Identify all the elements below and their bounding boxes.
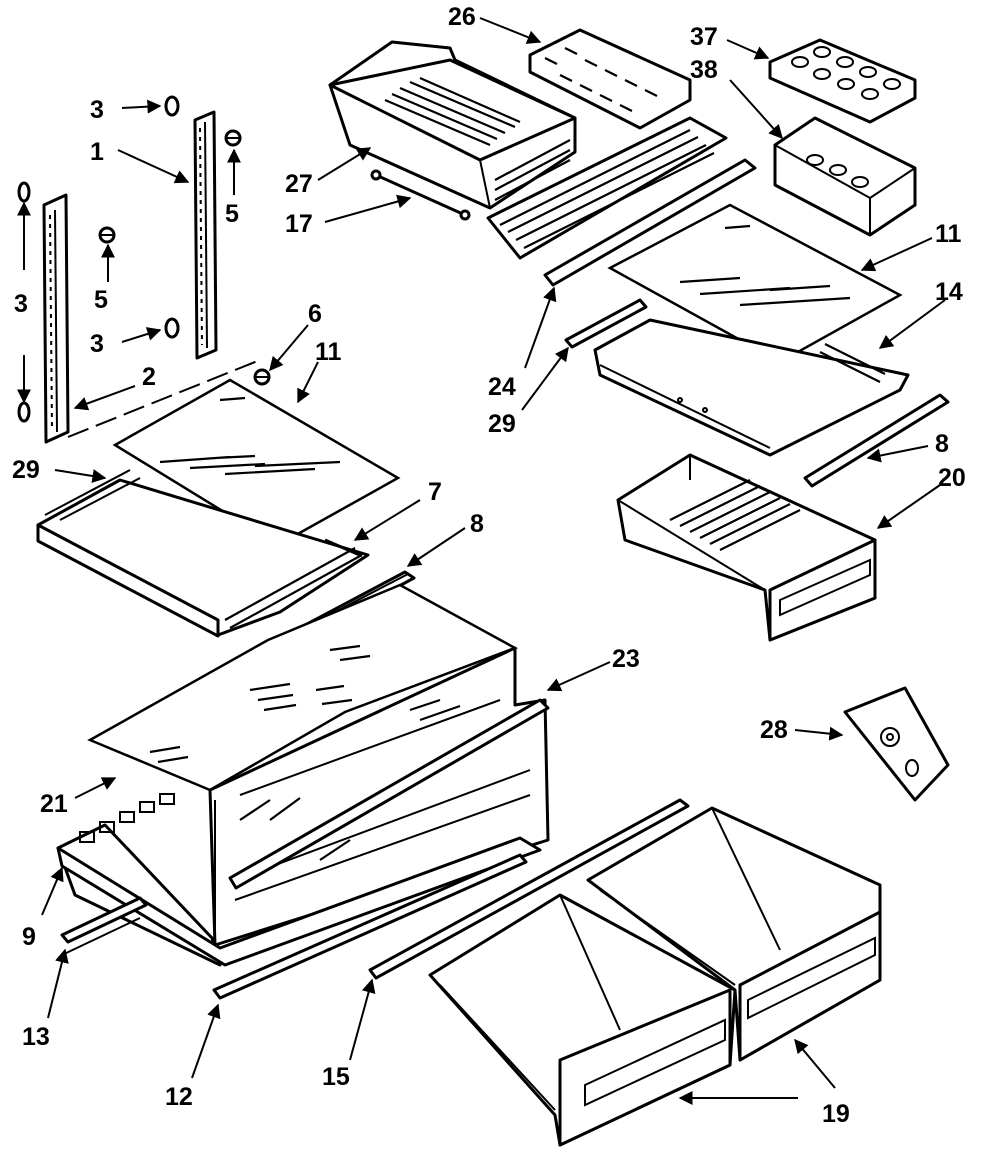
callout-8: 8 <box>935 430 949 458</box>
callout-11: 11 <box>935 220 962 248</box>
callout-1: 1 <box>90 138 104 166</box>
shelf-rod-29-right <box>564 298 648 349</box>
callout-13: 13 <box>22 1023 50 1051</box>
glass-shelf-panel-right <box>607 203 903 364</box>
callout-21: 21 <box>40 790 68 818</box>
callout-14: 14 <box>935 278 963 306</box>
callout-5: 5 <box>225 200 239 228</box>
callout-38: 38 <box>690 56 718 84</box>
callout-12: 12 <box>165 1083 193 1111</box>
clip-28 <box>843 686 950 802</box>
callout-17: 17 <box>285 210 313 238</box>
basket-slide-rod-17 <box>370 169 471 221</box>
callout-29: 29 <box>12 456 40 484</box>
crisper-pan-tray <box>56 793 542 967</box>
callout-26: 26 <box>448 3 476 31</box>
shelf-frame-right <box>593 318 910 457</box>
callout-23: 23 <box>612 645 640 673</box>
crisper-drawer-left <box>428 893 737 1147</box>
crisper-rail-23 <box>228 698 550 890</box>
callout-leaders <box>17 17 946 1105</box>
callout-24: 24 <box>488 373 516 401</box>
freezer-basket <box>328 40 577 210</box>
callout-3: 3 <box>14 290 28 318</box>
callout-9: 9 <box>22 923 36 951</box>
callout-8: 8 <box>470 510 484 538</box>
callout-15: 15 <box>322 1063 350 1091</box>
rail-guide-lines <box>67 359 261 438</box>
shelf-ladder-rail-right <box>193 110 218 360</box>
meat-drawer-20 <box>616 453 877 642</box>
crisper-rail-15 <box>368 798 690 980</box>
trim-bar-8-right <box>803 393 950 488</box>
callout-20: 20 <box>938 464 966 492</box>
shelf-ladder-rail-left <box>42 193 70 444</box>
ice-bin-38 <box>773 116 917 237</box>
callout-3: 3 <box>90 330 104 358</box>
egg-tray-26 <box>528 28 692 130</box>
callout-labels: 1 2 3 3 3 5 5 6 7 8 8 9 11 11 12 13 14 1… <box>12 3 966 1128</box>
freezer-shelf-wire <box>486 116 728 260</box>
callout-6: 6 <box>308 300 322 328</box>
crisper-bottom-rails <box>60 853 528 1000</box>
rail-end-caps <box>17 95 180 423</box>
callout-19: 19 <box>822 1100 850 1128</box>
callout-2: 2 <box>142 363 156 391</box>
callout-3: 3 <box>90 96 104 124</box>
callout-27: 27 <box>285 170 313 198</box>
shelf-trim-left-7 <box>324 538 363 558</box>
shelf-frame-left <box>36 469 370 638</box>
ice-tray-37 <box>768 38 917 124</box>
callout-11: 11 <box>315 338 342 366</box>
trim-bar-24 <box>543 158 757 287</box>
callout-28: 28 <box>760 716 788 744</box>
mounting-screws <box>98 129 271 386</box>
callout-5: 5 <box>94 286 108 314</box>
callout-37: 37 <box>690 23 718 51</box>
callout-7: 7 <box>428 478 442 506</box>
crisper-drawer-right <box>586 806 882 1062</box>
callout-29: 29 <box>488 410 516 438</box>
